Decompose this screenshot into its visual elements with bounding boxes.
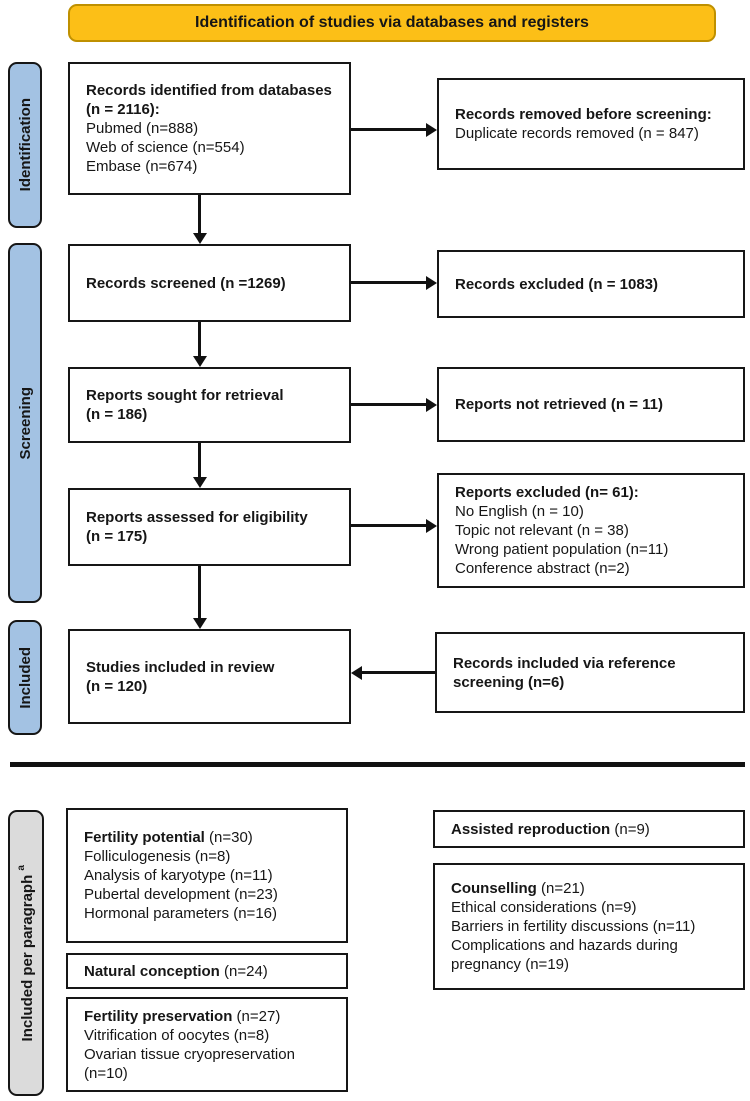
title-bold: Fertility preservation bbox=[84, 1007, 233, 1025]
sidebar-included: Included bbox=[8, 620, 42, 735]
box-line: No English (n = 10) bbox=[455, 503, 584, 520]
box-line: Wrong patient population (n=11) bbox=[455, 541, 669, 558]
box-records-via-reference-line1: Records included via reference bbox=[453, 654, 676, 672]
box-fertility-preservation-title: Fertility preservation (n=27) bbox=[84, 1007, 338, 1026]
box-records-removed: Records removed before screening: Duplic… bbox=[437, 78, 745, 170]
box-records-via-reference: Records included via reference screening… bbox=[435, 632, 745, 713]
sidebar-included-per-paragraph-label: Included per paragraph a bbox=[16, 865, 36, 1041]
box-reports-excluded: Reports excluded (n= 61): No English (n … bbox=[437, 473, 745, 588]
arrow-right-icon bbox=[351, 403, 426, 406]
box-assisted-reproduction-title: Assisted reproduction (n=9) bbox=[451, 820, 735, 839]
box-line: Topic not relevant (n = 38) bbox=[455, 522, 629, 539]
box-reports-not-retrieved-title: Reports not retrieved (n = 11) bbox=[455, 396, 663, 413]
arrow-down-icon bbox=[198, 322, 201, 356]
box-records-excluded-title: Records excluded (n = 1083) bbox=[455, 275, 658, 293]
box-records-via-reference-line2: screening (n=6) bbox=[453, 673, 565, 691]
box-line: Vitrification of oocytes (n=8) bbox=[84, 1026, 270, 1044]
arrow-right-icon bbox=[351, 128, 426, 131]
box-line: Analysis of karyotype (n=11) bbox=[84, 867, 273, 884]
banner-identification-of-studies: Identification of studies via databases … bbox=[68, 4, 716, 42]
box-line: Ovarian tissue cryopreservation (n=10) bbox=[84, 1045, 295, 1082]
box-line: Conference abstract (n=2) bbox=[455, 560, 630, 577]
box-records-identified-title: Records identified from databases (n = 2… bbox=[86, 82, 332, 118]
box-line: Complications and hazards during pregnan… bbox=[451, 937, 678, 973]
footnote-marker: a bbox=[16, 864, 27, 871]
box-line: Folliculogenesis (n=8) bbox=[84, 848, 231, 865]
box-records-screened: Records screened (n =1269) bbox=[68, 244, 351, 322]
sidebar-included-per-paragraph-text: Included per paragraph bbox=[19, 870, 36, 1042]
arrow-left-icon bbox=[362, 671, 435, 674]
banner-title: Identification of studies via databases … bbox=[195, 14, 589, 31]
sidebar-included-label: Included bbox=[16, 646, 34, 709]
box-fertility-preservation: Fertility preservation (n=27) Vitrificat… bbox=[66, 997, 348, 1092]
box-fertility-potential-title: Fertility potential (n=30) bbox=[84, 828, 338, 847]
title-count: (n=24) bbox=[219, 962, 268, 980]
box-line: Web of science (n=554) bbox=[86, 139, 245, 156]
box-assisted-reproduction: Assisted reproduction (n=9) bbox=[433, 810, 745, 848]
arrow-right-icon bbox=[351, 524, 426, 527]
box-reports-sought-line2: (n = 186) bbox=[86, 406, 148, 423]
arrow-right-icon bbox=[351, 281, 426, 284]
box-records-excluded: Records excluded (n = 1083) bbox=[437, 250, 745, 318]
title-count: (n=9) bbox=[610, 820, 650, 838]
section-divider bbox=[10, 762, 745, 767]
box-studies-included: Studies included in review (n = 120) bbox=[68, 629, 351, 724]
box-records-removed-title: Records removed before screening: bbox=[455, 106, 712, 123]
sidebar-screening: Screening bbox=[8, 243, 42, 603]
box-records-screened-title: Records screened (n =1269) bbox=[86, 274, 286, 292]
arrow-down-icon bbox=[198, 443, 201, 477]
box-reports-excluded-title: Reports excluded (n= 61): bbox=[455, 484, 639, 501]
box-natural-conception-title: Natural conception (n=24) bbox=[84, 962, 338, 981]
box-line: Duplicate records removed (n = 847) bbox=[455, 125, 699, 142]
box-natural-conception: Natural conception (n=24) bbox=[66, 953, 348, 989]
box-fertility-potential: Fertility potential (n=30) Folliculogene… bbox=[66, 808, 348, 943]
title-bold: Natural conception bbox=[84, 962, 220, 980]
box-reports-assessed-line2: (n = 175) bbox=[86, 528, 148, 545]
box-reports-assessed: Reports assessed for eligibility (n = 17… bbox=[68, 488, 351, 566]
box-line: Barriers in fertility discussions (n=11) bbox=[451, 918, 696, 935]
box-line: Hormonal parameters (n=16) bbox=[84, 905, 278, 922]
box-reports-sought: Reports sought for retrieval (n = 186) bbox=[68, 367, 351, 443]
sidebar-identification-label: Identification bbox=[16, 98, 34, 192]
box-counselling-title: Counselling (n=21) bbox=[451, 879, 735, 898]
box-counselling: Counselling (n=21) Ethical consideration… bbox=[433, 863, 745, 990]
box-records-identified: Records identified from databases (n = 2… bbox=[68, 62, 351, 195]
box-line: Ethical considerations (n=9) bbox=[451, 899, 637, 916]
title-bold: Assisted reproduction bbox=[451, 820, 611, 838]
sidebar-identification: Identification bbox=[8, 62, 42, 228]
arrow-down-icon bbox=[198, 195, 201, 233]
title-count: (n=27) bbox=[232, 1007, 281, 1025]
sidebar-included-per-paragraph: Included per paragraph a bbox=[8, 810, 44, 1096]
title-bold: Counselling bbox=[451, 880, 537, 897]
title-count: (n=21) bbox=[536, 880, 585, 897]
box-reports-not-retrieved: Reports not retrieved (n = 11) bbox=[437, 367, 745, 442]
box-reports-sought-line1: Reports sought for retrieval bbox=[86, 387, 284, 404]
title-count: (n=30) bbox=[204, 829, 253, 846]
box-studies-included-line1: Studies included in review bbox=[86, 658, 275, 676]
arrow-down-icon bbox=[198, 566, 201, 618]
title-bold: Fertility potential bbox=[84, 829, 205, 846]
box-line: Embase (n=674) bbox=[86, 158, 198, 175]
box-line: Pubertal development (n=23) bbox=[84, 886, 278, 903]
box-reports-assessed-line1: Reports assessed for eligibility bbox=[86, 509, 308, 526]
box-studies-included-line2: (n = 120) bbox=[86, 677, 148, 695]
sidebar-screening-label: Screening bbox=[16, 386, 34, 460]
box-line: Pubmed (n=888) bbox=[86, 120, 199, 137]
